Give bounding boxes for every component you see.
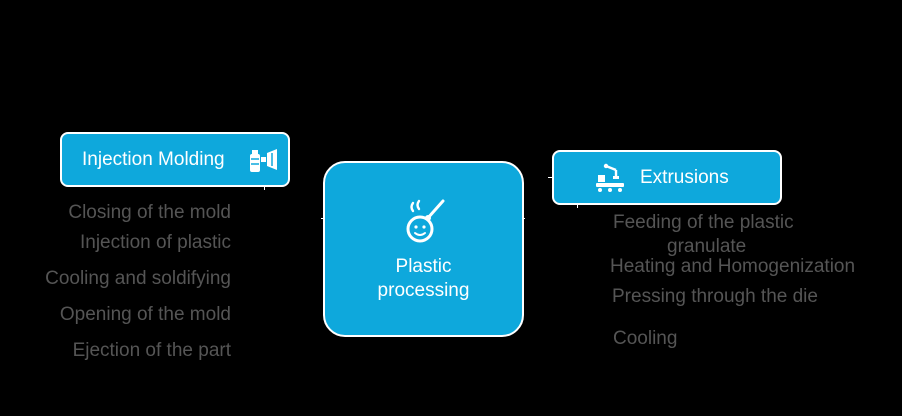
extrusions-title: Extrusions	[640, 166, 729, 188]
right-step-3: Pressing through the die	[612, 286, 818, 307]
right-step-1b: granulate	[667, 236, 747, 257]
right-step-4: Cooling	[613, 328, 678, 349]
left-connector-tick	[264, 186, 265, 190]
left-step-5: Ejection of the part	[72, 340, 231, 361]
left-step-1: Closing of the mold	[68, 202, 231, 223]
injection-molding-icon	[250, 148, 277, 172]
injection-molding-box: Injection Molding	[60, 132, 290, 187]
extrusions-box: Extrusions	[552, 150, 782, 205]
injection-molding-steps: Closing of the mold Injection of plastic…	[0, 0, 231, 416]
injection-molding-title: Injection Molding	[82, 148, 225, 170]
extrusion-steps: Feeding of the plastic granulate Heating…	[610, 0, 902, 416]
conveyor-robot-icon	[596, 163, 624, 192]
plastic-processing-box: Plastic processing	[323, 161, 524, 337]
right-step-2: Heating and Homogenization	[610, 256, 856, 277]
right-step-1a: Feeding of the plastic	[613, 212, 794, 233]
right-connector-tick-bottom	[577, 204, 578, 208]
left-step-2: Injection of plastic	[79, 232, 231, 253]
center-label-line2: processing	[377, 280, 470, 301]
chef-stirring-icon	[406, 199, 444, 243]
right-connector-tick	[548, 177, 552, 178]
center-left-connector-tick	[321, 218, 324, 219]
center-label-line1: Plastic	[395, 256, 452, 277]
left-step-3: Cooling and soldifying	[45, 268, 231, 289]
left-step-4: Opening of the mold	[59, 304, 231, 325]
